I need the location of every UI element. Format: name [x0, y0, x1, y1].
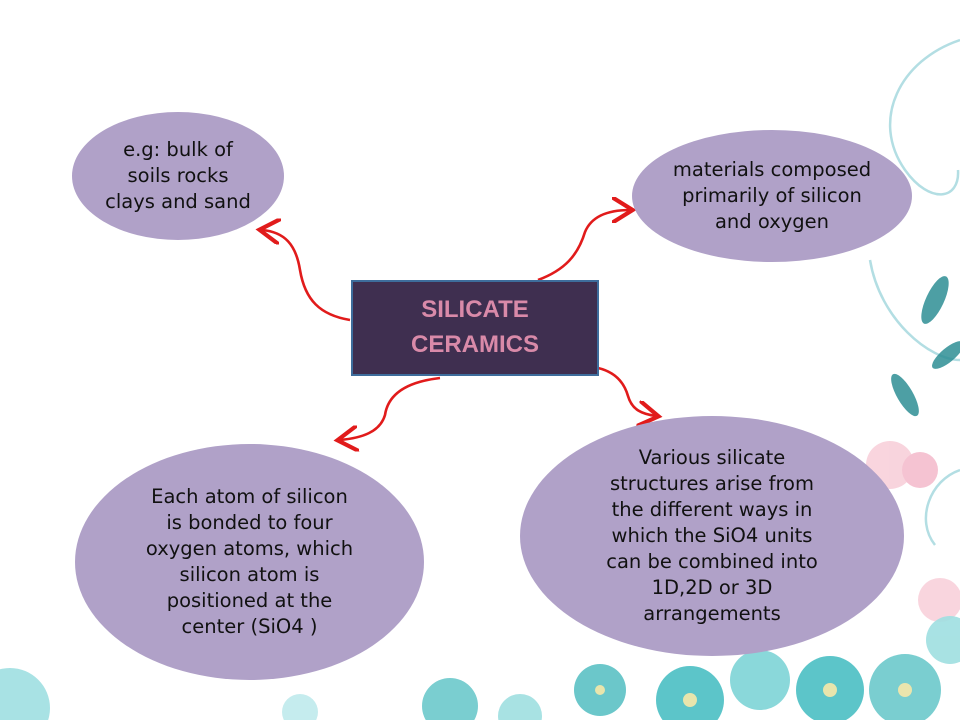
node-definition-text: materials composed primarily of silicon … [672, 157, 872, 234]
arrow-to-bottom-right [597, 366, 656, 416]
arrow-to-top-left [262, 230, 351, 322]
central-topic-box: SILICATE CERAMICS [351, 280, 599, 376]
node-structures-text: Various silicate structures arise from t… [606, 445, 818, 626]
node-atom-bonding-text: Each atom of silicon is bonded to four o… [145, 484, 354, 639]
arrow-to-bottom-left [340, 376, 441, 440]
node-atom-bonding: Each atom of silicon is bonded to four o… [75, 444, 424, 680]
central-topic-title: SILICATE CERAMICS [410, 296, 539, 358]
node-structures: Various silicate structures arise from t… [520, 416, 904, 656]
arrow-to-top-right [537, 210, 630, 282]
node-examples-text: e.g: bulk of soils rocks clays and sand [105, 137, 251, 214]
node-examples: e.g: bulk of soils rocks clays and sand [72, 112, 284, 240]
node-definition: materials composed primarily of silicon … [632, 130, 912, 262]
